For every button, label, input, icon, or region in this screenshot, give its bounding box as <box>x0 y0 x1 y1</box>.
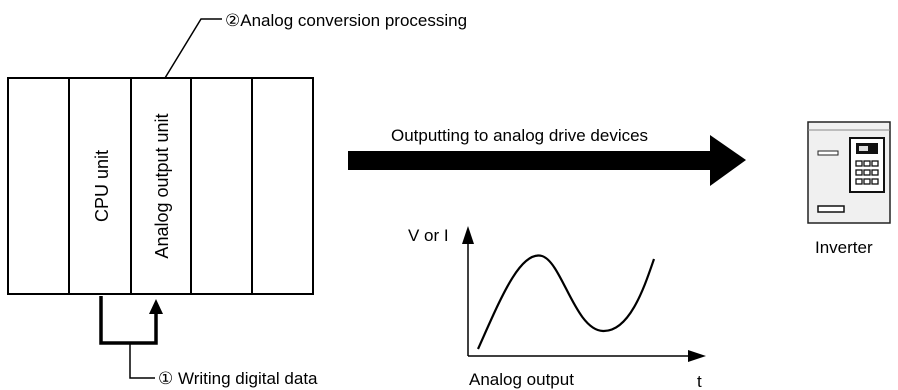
analog-conversion-label: ②Analog conversion processing <box>225 11 467 30</box>
outputting-label: Outputting to analog drive devices <box>391 126 648 145</box>
analog-conversion-leader <box>164 18 222 79</box>
writing-digital-data: ① Writing digital data <box>99 296 318 388</box>
plc-rack: CPU unit Analog output unit <box>7 77 314 295</box>
graph-x-arrowhead <box>688 350 706 362</box>
inverter-label: Inverter <box>815 238 873 257</box>
keypad-key <box>855 169 863 176</box>
inverter-keypad <box>855 160 879 185</box>
keypad-key <box>871 169 879 176</box>
keypad-key <box>871 178 879 185</box>
keypad-key <box>855 178 863 185</box>
plc-rack-frame <box>7 77 314 295</box>
keypad-key <box>855 160 863 167</box>
output-arrow: Outputting to analog drive devices <box>348 126 746 186</box>
output-arrow-head <box>710 135 746 186</box>
keypad-key <box>863 169 871 176</box>
write-data-leader <box>129 343 155 379</box>
write-data-bracket <box>99 296 158 345</box>
keypad-key <box>863 160 871 167</box>
write-data-arrowhead <box>149 299 163 314</box>
keypad-key <box>863 178 871 185</box>
inverter-indicator-slot <box>817 150 839 156</box>
inverter-nameplate <box>817 205 845 213</box>
keypad-key <box>871 160 879 167</box>
analog-output-graph: V or I t Analog output <box>408 226 706 390</box>
inverter-device: Inverter <box>807 121 891 257</box>
writing-digital-label: ① Writing digital data <box>158 369 318 388</box>
graph-x-label: t <box>697 372 702 390</box>
analog-output-curve <box>476 254 656 350</box>
inverter-display-window <box>859 146 868 151</box>
cpu-unit-label: CPU unit <box>92 150 112 222</box>
analog-conversion-callout: ②Analog conversion processing <box>164 11 467 79</box>
graph-y-label: V or I <box>408 226 449 245</box>
graph-y-arrowhead <box>462 226 474 244</box>
graph-caption: Analog output <box>469 370 574 389</box>
output-arrow-shaft <box>348 151 716 170</box>
analog-output-unit-label: Analog output unit <box>152 113 172 258</box>
